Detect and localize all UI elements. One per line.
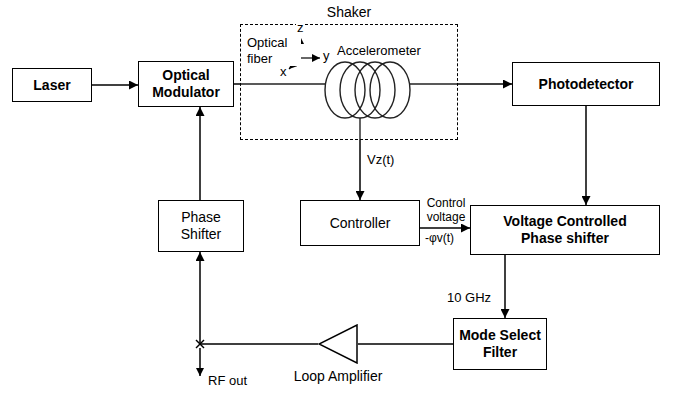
detector-box: Photodetector xyxy=(512,62,660,106)
connector xyxy=(585,106,587,205)
amplifier-symbol: Loop Amplifier xyxy=(318,324,358,364)
signal-label: RF out xyxy=(207,373,248,389)
axis-label: y xyxy=(322,48,331,64)
box-label: Optical Modulator xyxy=(143,67,229,101)
optical-fiber xyxy=(240,83,326,84)
amplifier-triangle xyxy=(318,324,358,364)
connector xyxy=(420,227,470,229)
signal-label: -φv(t) xyxy=(424,231,455,245)
connector xyxy=(199,107,201,200)
connector xyxy=(504,255,506,318)
amplifier-label: Loop Amplifier xyxy=(294,368,383,385)
connector-label: Vz(t) xyxy=(366,152,395,168)
part-label: Accelerometer xyxy=(337,43,421,59)
rf-out-arrow xyxy=(199,348,201,376)
box-label: Controller xyxy=(330,215,391,232)
box-label: Phase Shifter xyxy=(163,209,239,243)
modulator-box: Optical Modulator xyxy=(138,61,234,107)
box-label: Laser xyxy=(33,77,70,94)
connector xyxy=(92,84,138,86)
region-title: Shaker xyxy=(327,4,371,21)
connector xyxy=(358,343,453,345)
phase-shifter-box: Voltage Controlled Phase shifter xyxy=(470,205,660,255)
controller-box: Controller xyxy=(300,200,420,246)
box-label: Photodetector xyxy=(539,76,634,93)
box-label: Voltage Controlled Phase shifter xyxy=(495,213,635,247)
axis-label: z xyxy=(296,20,305,36)
signal-wire xyxy=(359,118,360,140)
optical-fiber xyxy=(410,83,458,84)
shaker-region: ShakerOptical fiberAccelerometer xyxy=(240,24,458,140)
axis-label: x xyxy=(279,64,288,80)
axis-y xyxy=(300,57,320,58)
filter-box: Mode Select Filter xyxy=(453,318,547,370)
source-box: Laser xyxy=(12,68,92,102)
amplifier-outline xyxy=(319,325,357,363)
box-label: Mode Select Filter xyxy=(458,327,542,361)
fiber-coil xyxy=(370,62,410,118)
connector xyxy=(458,83,512,85)
connector-label: Control voltage xyxy=(419,196,473,225)
connector xyxy=(200,252,318,344)
phase-shifter-box: Phase Shifter xyxy=(158,200,244,252)
part-label: Optical fiber xyxy=(247,35,301,66)
connector xyxy=(359,140,361,200)
signal-label: 10 GHz xyxy=(446,290,492,306)
